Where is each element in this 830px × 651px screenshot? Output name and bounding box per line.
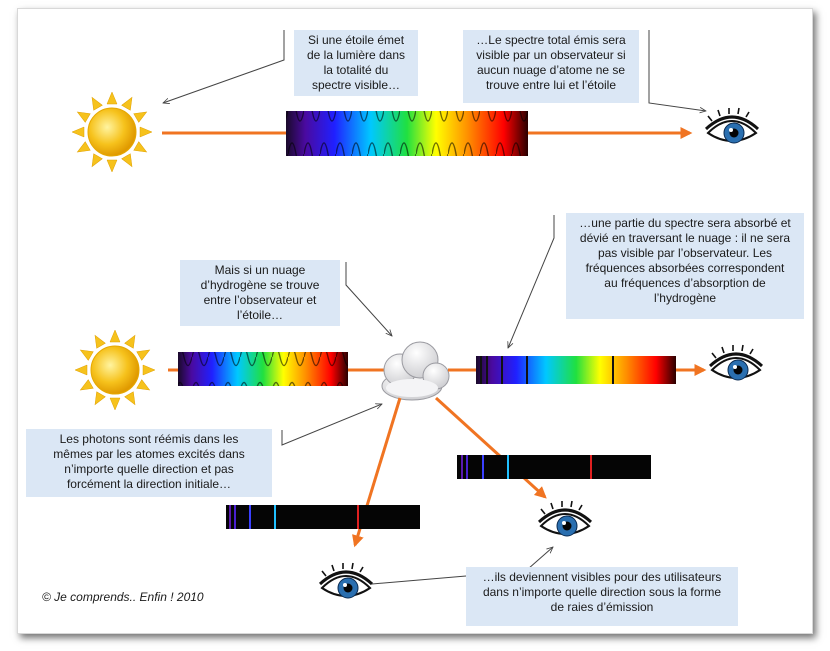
reemission-ray — [434, 396, 547, 499]
callout-pointer — [345, 262, 392, 336]
eye-icon — [318, 561, 374, 600]
callout-pointer — [648, 30, 706, 111]
callout-star-emits: Si une étoile émet de la lumière dans la… — [294, 30, 418, 96]
callout-absorbed: …une partie du spectre sera absorbé et d… — [566, 213, 804, 319]
incoming-spectrum — [178, 352, 348, 386]
continuous-spectrum — [286, 111, 528, 156]
callout-pointer — [371, 575, 467, 585]
absorption-spectrum — [476, 356, 676, 384]
eye-icon — [708, 343, 764, 382]
eye-icon — [537, 499, 593, 538]
eye-icon — [704, 106, 760, 145]
cloud-icon — [381, 341, 450, 401]
callout-pointer — [508, 215, 555, 348]
sun-icon — [74, 329, 156, 411]
emission-spectrum — [457, 455, 651, 479]
callout-reemitted: Les photons sont réémis dans les mêmes p… — [26, 429, 272, 497]
callout-total-spectrum: …Le spectre total émis sera visible par … — [463, 30, 639, 103]
callout-cloud: Mais si un nuage d’hydrogène se trouve e… — [180, 260, 340, 326]
callout-pointer — [281, 404, 382, 446]
callout-visible-any: …ils deviennent visibles pour des utilis… — [466, 567, 738, 626]
copyright: © Je comprends.. Enfin ! 2010 — [42, 590, 204, 604]
callout-pointer — [163, 30, 285, 103]
sun-icon — [71, 91, 153, 173]
emission-spectrum — [226, 505, 420, 529]
